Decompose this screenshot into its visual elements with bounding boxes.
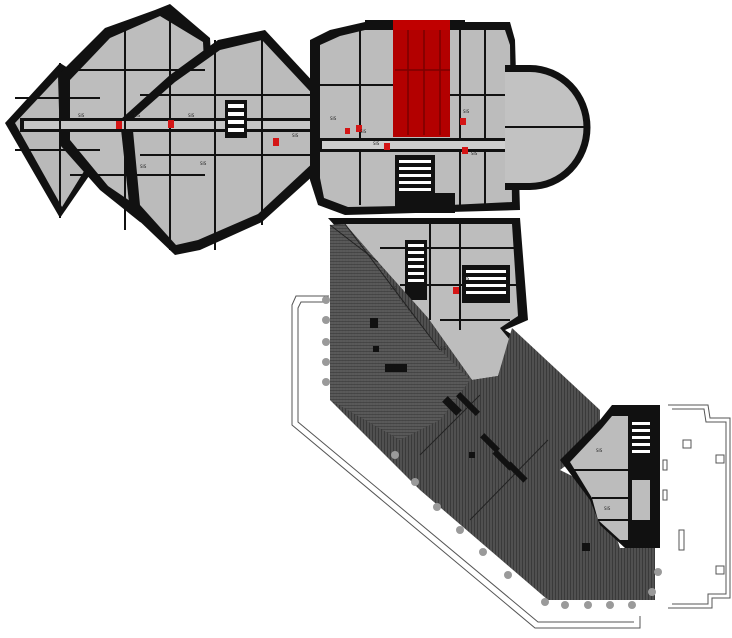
room-label: SIS [596, 448, 603, 453]
room-label: SIS [373, 141, 380, 146]
diamond-3-rooms [132, 40, 320, 245]
terrace-outline-west [291, 295, 641, 629]
room-label: SIS [463, 276, 470, 281]
room-label: SIS [471, 151, 478, 156]
door-marker [168, 120, 174, 128]
room-labels: SIS SIS SIS SIS SIS SIS SIS SIS SIS SIS … [78, 109, 611, 511]
door-marker [462, 147, 468, 154]
room-label: SIS [134, 113, 141, 118]
terrace-outline-east [668, 404, 731, 609]
room-label: SIS [440, 346, 447, 351]
room-label: SIS [360, 129, 367, 134]
terrace-main [322, 223, 662, 609]
room-label: SIS [140, 164, 147, 169]
room-label: SIS [330, 116, 337, 121]
room-label: SIS [463, 109, 470, 114]
room-label: SIS [188, 113, 195, 118]
semicircle-bay [505, 65, 591, 190]
block-middle [328, 218, 528, 388]
stair-core-middle [405, 240, 427, 300]
room-label: SIS [78, 113, 85, 118]
room-label: SIS [292, 133, 299, 138]
east-terrace-fixtures [662, 439, 725, 575]
middle-block-rooms [345, 224, 518, 380]
door-marker [384, 143, 390, 150]
door-marker [116, 121, 122, 129]
room-label: SIS [604, 506, 611, 511]
door-marker [356, 125, 362, 132]
terrace-hatched-west [330, 224, 470, 440]
right-block-rooms [570, 416, 628, 540]
wing-diamond-left [5, 4, 330, 255]
door-marker [345, 128, 350, 134]
door-marker [460, 118, 466, 125]
block-right-lower [560, 405, 660, 548]
red-core [393, 22, 450, 137]
room-label: SIS [390, 286, 397, 291]
block-central [310, 20, 520, 215]
planter-dots [322, 296, 662, 609]
door-marker [453, 287, 459, 294]
door-marker [273, 138, 279, 146]
room-label: SIS [200, 161, 207, 166]
